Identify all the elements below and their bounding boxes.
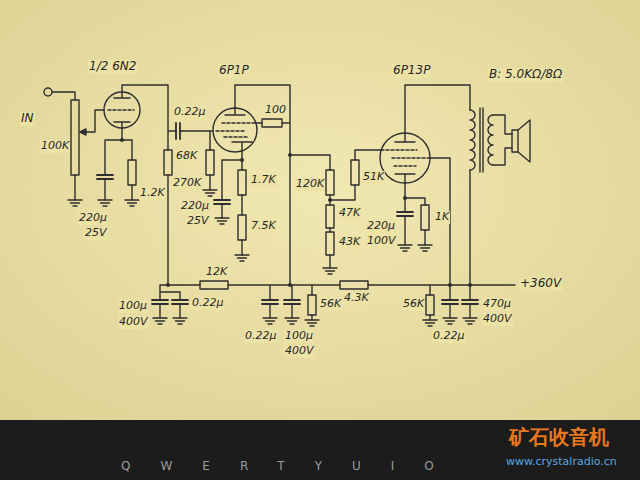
component-value: 400V	[284, 345, 315, 358]
component-value: 25V	[186, 215, 210, 228]
tube-grid	[108, 109, 134, 110]
component-value: 100V	[366, 235, 397, 248]
tube-type: 1/2 6N2	[88, 60, 137, 74]
component-value: 47K	[338, 207, 361, 220]
tube-envelope	[213, 108, 257, 152]
junction-dot	[288, 153, 292, 157]
resistor-symbol	[340, 281, 368, 289]
component-value: 100μ	[118, 300, 148, 313]
speaker-cone	[518, 120, 530, 162]
component-value: 100K	[40, 140, 70, 153]
component-value: 4.3K	[343, 292, 370, 305]
component-value: 51K	[362, 171, 385, 184]
junction-dot	[240, 158, 244, 162]
junction-dot	[448, 283, 452, 287]
resistor-symbol	[238, 170, 246, 195]
component-value: 100	[264, 104, 287, 117]
component-value: 56K	[319, 298, 342, 311]
resistor-symbol	[164, 150, 172, 175]
tube-electrodes	[225, 108, 252, 151]
component-value: 100μ	[284, 330, 314, 343]
junction-dot	[328, 198, 332, 202]
component-value: 470μ	[482, 298, 512, 311]
component-value: 43K	[338, 236, 361, 249]
component-value: 0.22μ	[244, 330, 278, 343]
tube-envelope	[380, 133, 430, 183]
ground-symbol	[68, 190, 477, 326]
resistor-symbol	[426, 295, 434, 315]
resistor-symbol	[326, 232, 334, 255]
tube-envelope	[104, 92, 140, 128]
component-value: 1.2K	[139, 187, 166, 200]
capacitor-symbol	[97, 123, 478, 304]
resistor-symbol	[262, 119, 282, 127]
resistor-symbol	[128, 160, 136, 185]
tube-type: 6P1P	[218, 64, 250, 78]
resistor-symbol	[200, 281, 228, 289]
transformer-primary	[470, 110, 475, 170]
resistor-symbol	[326, 205, 334, 228]
component-value: 1K	[434, 211, 450, 224]
component-value: 68K	[175, 150, 198, 163]
component-value: 0.22μ	[432, 330, 466, 343]
resistor-symbol	[326, 170, 334, 195]
input-terminal	[44, 88, 52, 96]
watermark: 矿石收音机	[508, 426, 610, 449]
potentiometer-symbol	[71, 100, 79, 175]
component-value: 0.22μ	[173, 106, 207, 119]
resistor-symbol	[206, 150, 214, 175]
speaker-symbol	[512, 130, 518, 152]
component-value: 56K	[402, 298, 425, 311]
wiper-arrow	[80, 129, 86, 135]
component-value: 12K	[205, 266, 228, 279]
resistor-symbol	[421, 205, 429, 230]
component-value: 25V	[84, 227, 108, 240]
keyboard-keys: QWERTYUIO	[120, 460, 465, 474]
component-value: 220μ	[78, 212, 108, 225]
junction-dot	[468, 283, 472, 287]
paper	[0, 0, 640, 420]
signal-name: IN	[20, 112, 35, 126]
resistor-symbol	[238, 215, 246, 240]
component-value: 270K	[172, 177, 202, 190]
tube-type: 6P13P	[392, 64, 431, 78]
component-value: 220μ	[366, 220, 396, 233]
component-value: 1.7K	[250, 174, 277, 187]
component-value: 120K	[295, 178, 325, 191]
transformer-rating: B: 5.0KΩ/8Ω	[488, 68, 563, 82]
component-value: 0.22μ	[191, 297, 225, 310]
junction-dot	[120, 138, 124, 142]
resistor-symbol	[308, 295, 316, 315]
component-value: 220μ	[180, 200, 210, 213]
junction-dot	[166, 283, 170, 287]
junction-dot	[403, 196, 407, 200]
wire	[52, 85, 515, 320]
supply-voltage: +360V	[519, 277, 562, 291]
component-value: 400V	[482, 313, 513, 326]
watermark: www.crystalradio.cn	[505, 456, 618, 469]
resistor-symbol	[351, 160, 359, 185]
tube-grid	[381, 150, 430, 166]
keyboard-edge	[0, 420, 640, 480]
component-value: 400V	[118, 316, 149, 329]
tube-grid	[216, 123, 256, 137]
component-value: 7.5K	[250, 220, 277, 233]
junction-dot	[288, 283, 292, 287]
transformer-core	[480, 108, 483, 172]
transformer-secondary	[488, 115, 493, 165]
